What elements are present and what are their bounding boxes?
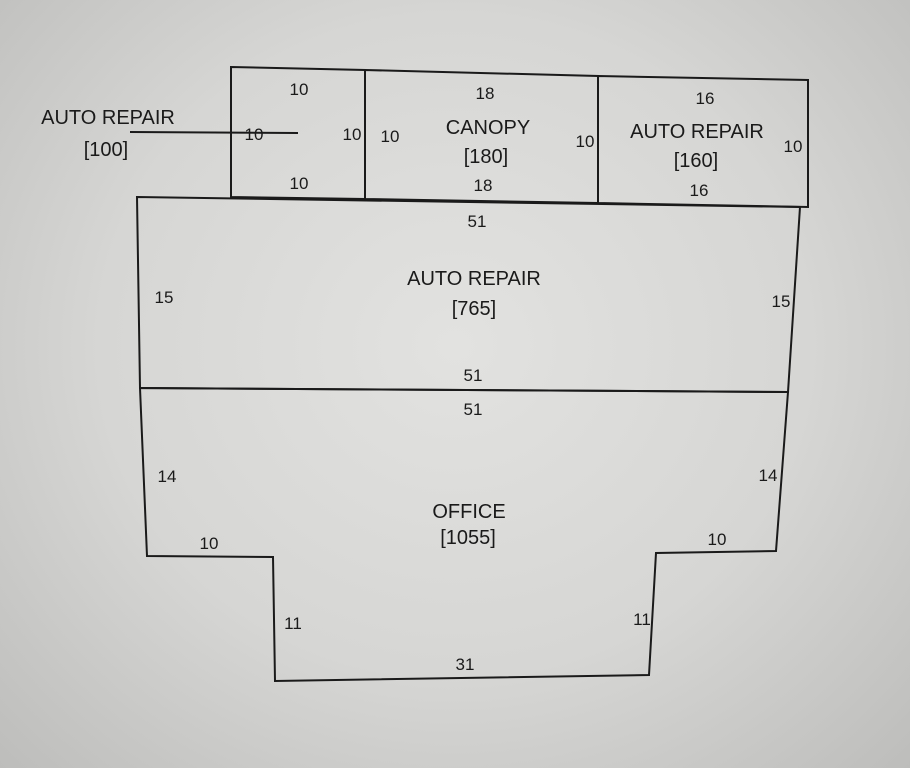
dimension: 11 — [633, 610, 651, 629]
dimension: 51 — [464, 400, 483, 419]
room-name: OFFICE — [432, 501, 505, 523]
leader-line — [129, 131, 299, 134]
dimension: 51 — [468, 212, 487, 231]
room-area: [765] — [452, 298, 496, 320]
dimension: 15 — [772, 292, 791, 311]
dimension: 14 — [759, 466, 778, 485]
dimension: 31 — [456, 655, 475, 674]
dimension: 15 — [155, 288, 174, 307]
dimension: 51 — [464, 366, 483, 385]
dimension: 16 — [696, 89, 715, 108]
room-area: [1055] — [440, 527, 496, 549]
dimension: 10 — [200, 534, 219, 553]
dimension: 10 — [381, 127, 400, 146]
dimension: 10 — [576, 132, 595, 151]
dimension: 11 — [284, 614, 302, 633]
room-auto-repair-160 — [597, 74, 809, 209]
room-area: [100] — [84, 139, 128, 161]
room-office — [138, 386, 790, 683]
room-name: AUTO REPAIR — [630, 121, 764, 143]
dimension: 10 — [245, 125, 264, 144]
room-name: AUTO REPAIR — [407, 268, 541, 290]
room-area: [160] — [674, 150, 718, 172]
dimension: 10 — [343, 125, 362, 144]
dimension: 10 — [708, 530, 727, 549]
room-name: AUTO REPAIR — [41, 107, 175, 129]
room-area: [180] — [464, 146, 508, 168]
dimension: 18 — [474, 176, 493, 195]
dimension: 10 — [784, 137, 803, 156]
room-name: CANOPY — [446, 117, 530, 139]
dimension: 16 — [690, 181, 709, 200]
dimension: 18 — [476, 84, 495, 103]
dimension: 10 — [290, 174, 309, 193]
dimension: 10 — [290, 80, 309, 99]
dimension: 14 — [158, 467, 177, 486]
